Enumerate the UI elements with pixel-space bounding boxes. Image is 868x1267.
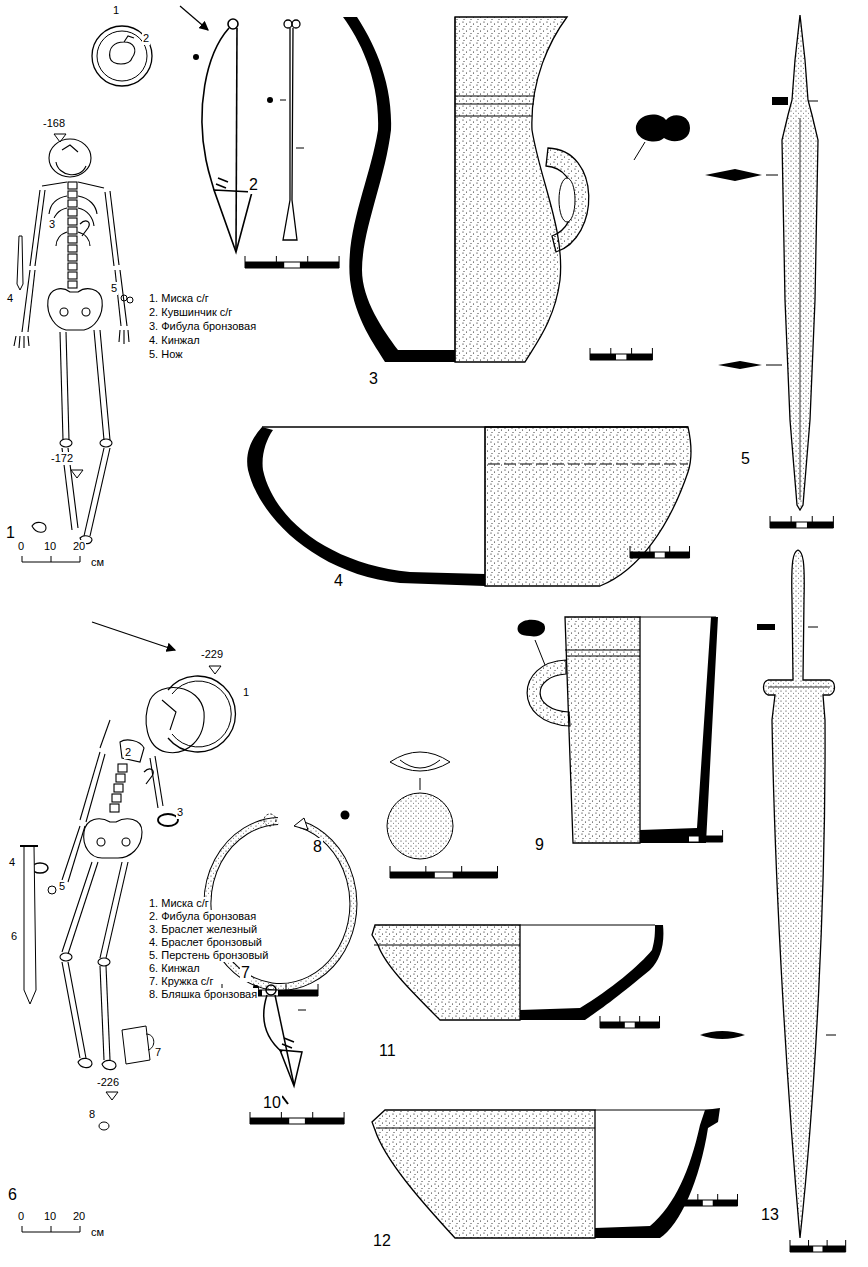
figure-number: 12	[372, 1232, 392, 1250]
figure-number: 6	[7, 1186, 18, 1204]
legend-line: 2. Фибула бронзовая	[148, 910, 257, 923]
callout-number: 8	[88, 1108, 96, 1121]
scale-text: см	[90, 1226, 105, 1239]
callout-number: 4	[6, 292, 14, 305]
scale-text: 20	[72, 540, 86, 553]
legend-line: 6. Кинжал	[148, 962, 201, 975]
figure-number: 5	[740, 450, 751, 468]
callout-number: 2	[124, 746, 132, 759]
figure-number: 4	[333, 572, 344, 590]
legend-line: 7. Кружка с/г	[148, 975, 214, 988]
legend-line: 4. Браслет бронзовый	[148, 936, 263, 949]
figure-number: 1	[5, 524, 16, 542]
legend-line: 1. Миска с/г	[148, 897, 210, 910]
figure-number: 7	[240, 964, 251, 982]
scale-text: 10	[43, 1210, 57, 1223]
callout-number: 7	[154, 1046, 162, 1059]
legend-line: 2. Кувшинчик с/г	[148, 306, 233, 319]
legend-line: 8. Бляшка бронзовая	[148, 988, 258, 1001]
figure-number: 13	[760, 1206, 780, 1224]
legend-line: 3. Фибула бронзовая	[148, 320, 257, 333]
depth-mark: -172	[50, 452, 74, 465]
callout-number: 6	[10, 930, 18, 943]
scale-text: 10	[43, 540, 57, 553]
scale-text: 0	[17, 540, 25, 553]
callout-number: 5	[110, 282, 118, 295]
figure-number: 8	[312, 838, 323, 856]
callout-number: 5	[58, 880, 66, 893]
figure-number: 2	[248, 176, 259, 194]
legend-line: 3. Браслет железный	[148, 923, 258, 936]
scale-text: см	[90, 556, 105, 569]
scale-text: 20	[72, 1210, 86, 1223]
scale-text: 0	[17, 1210, 25, 1223]
figure-number: 3	[368, 370, 379, 388]
callout-number: 2	[142, 32, 150, 45]
callout-number: 3	[48, 218, 56, 231]
legend-line: 4. Кинжал	[148, 334, 201, 347]
callout-number: 1	[242, 686, 250, 699]
depth-mark: -226	[96, 1076, 120, 1089]
legend-line: 5. Перстень бронзовый	[148, 949, 269, 962]
figure-number: 9	[534, 836, 545, 854]
legend-line: 5. Нож	[148, 348, 184, 361]
callout-number: 4	[8, 856, 16, 869]
depth-mark: -168	[42, 117, 66, 130]
figure-number: 10	[262, 1094, 282, 1112]
callout-number: 3	[176, 806, 184, 819]
depth-mark: -229	[200, 648, 224, 661]
legend-line: 1. Миска с/г	[148, 292, 210, 305]
callout-number: 1	[112, 4, 120, 17]
figure-number: 11	[378, 1042, 397, 1060]
